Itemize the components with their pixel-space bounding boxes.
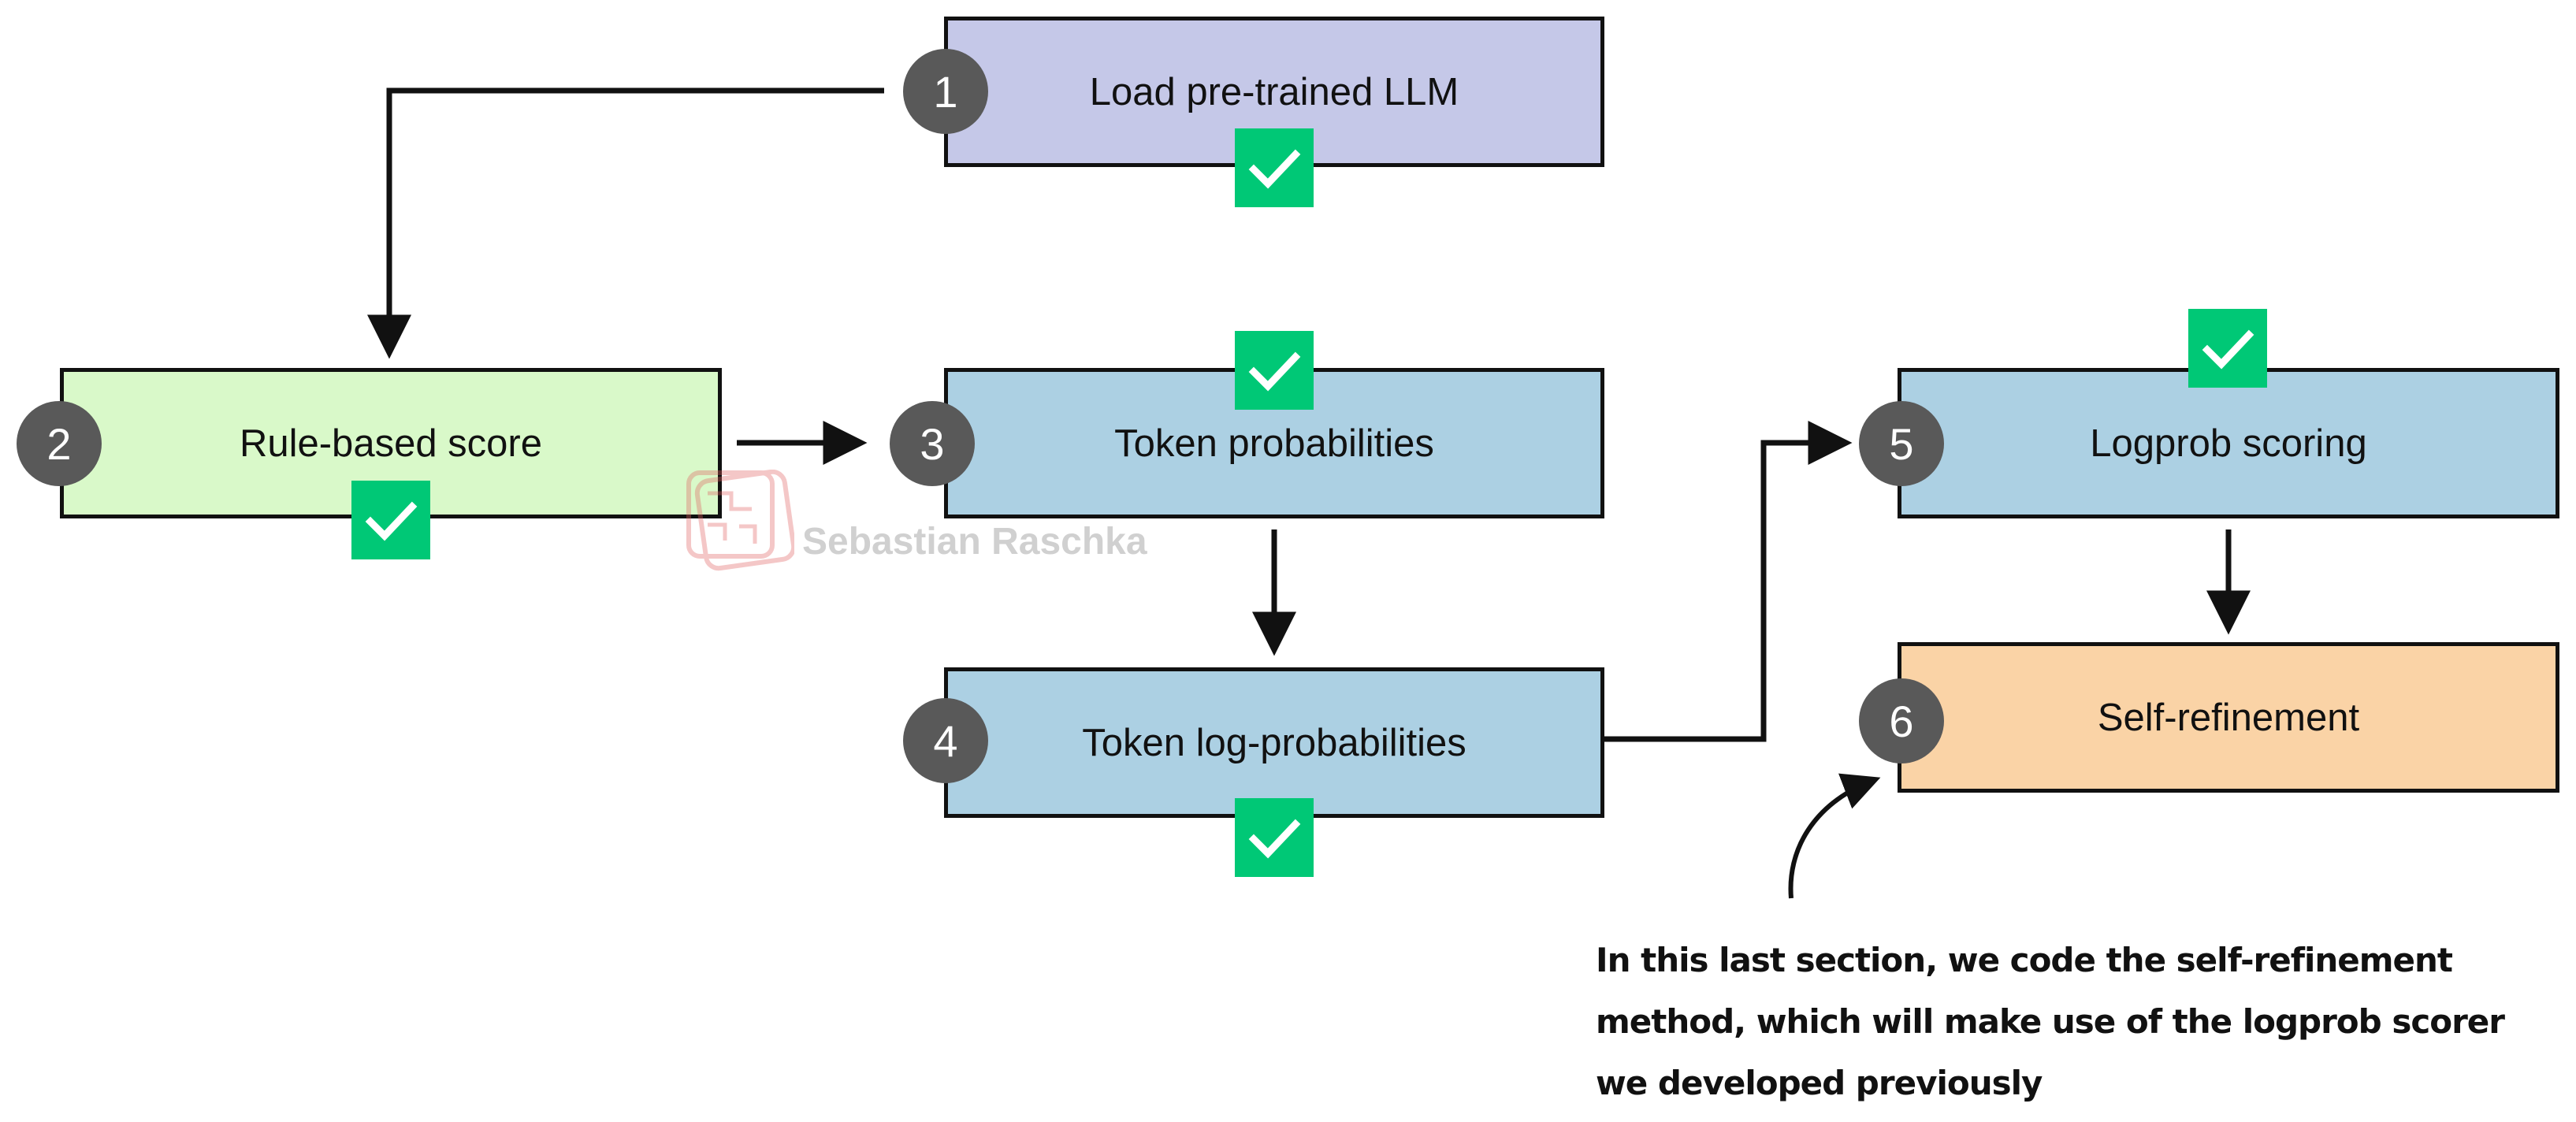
step-1-check-icon [1235, 128, 1314, 207]
watermark: Sebastian Raschka [684, 470, 1173, 572]
step-3-check-icon [1235, 331, 1314, 410]
annotation-note: In this last section, we code the self-r… [1596, 941, 2505, 1102]
step-3-number-badge: 3 [890, 401, 975, 486]
step-2-label: Rule-based score [239, 422, 543, 465]
step-3-label: Token probabilities [1114, 422, 1434, 465]
watermark-logo-icon [686, 470, 794, 571]
note-pointer-arrow [1788, 773, 1881, 899]
step-4-check-icon [1235, 798, 1314, 877]
watermark-text: Sebastian Raschka [802, 521, 1147, 563]
step-1-label: Load pre-trained LLM [1089, 70, 1459, 113]
step-5-box: Logprob scoring [1898, 368, 2559, 518]
step-6-number-badge: 6 [1859, 678, 1944, 763]
step-2-check-icon [351, 481, 430, 559]
step-2-number-badge: 2 [17, 401, 102, 486]
step-4-box: Token log-probabilities [944, 667, 1604, 818]
step-4-label: Token log-probabilities [1082, 721, 1466, 764]
step-6-label: Self-refinement [2097, 696, 2360, 739]
arrow-4-to-5 [1604, 421, 1853, 742]
step-5-number-badge: 5 [1859, 401, 1944, 486]
step-5-check-icon [2188, 309, 2267, 388]
step-1-number-badge: 1 [903, 49, 988, 134]
step-5-label: Logprob scoring [2090, 422, 2367, 465]
step-4-number-badge: 4 [903, 698, 988, 783]
step-6-box: Self-refinement [1898, 642, 2559, 793]
arrow-1-to-2 [367, 87, 884, 359]
